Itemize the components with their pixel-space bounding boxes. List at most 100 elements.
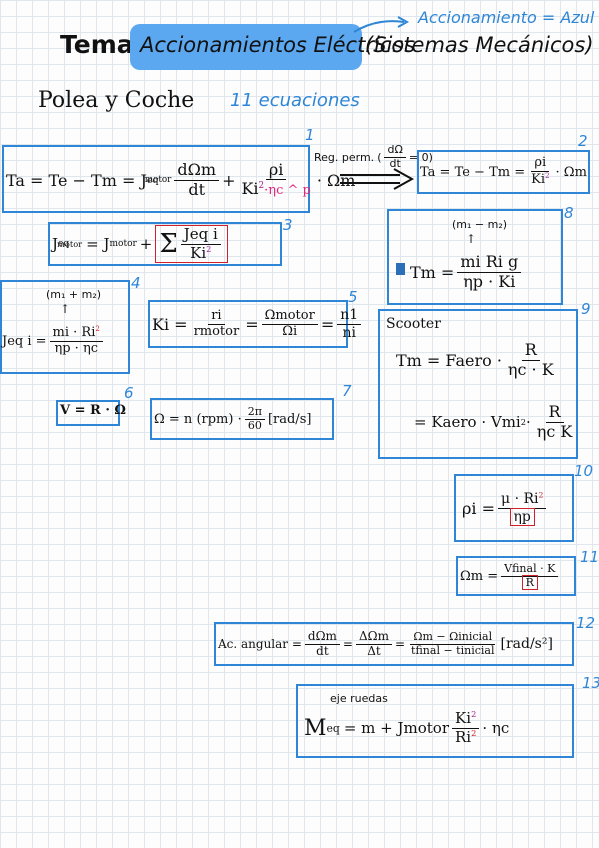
eq-box-7 [150,398,334,440]
eq-3: J eq motor = J motor + Σ Jeq i Ki2 [52,222,228,266]
eq13-den-r: Ri [455,727,472,746]
eq-1: Ta = Te − Tm = J eq motor dΩm dt + ρi Ki… [6,150,355,210]
eq10-frac: μ · Ri2 ηp [498,491,547,526]
title-highlight [130,24,362,70]
eq3-sum: Σ [159,229,178,259]
eq5-f2-num: Ωmotor [261,308,318,325]
eq13-num-k: Ki [455,709,472,728]
eq13-lhs: M [304,715,327,741]
eq2-lhs: Ta = Te − Tm = [420,164,526,180]
title-highlight-text: Accionamientos Eléctricos [140,33,416,57]
eq-box-1 [2,145,310,213]
eq-box-4 [0,280,130,374]
eq-number-8: 8 [564,204,574,222]
eq-box-13 [296,684,574,758]
eq3-lhs: J [52,235,59,253]
eq-number-1: 1 [305,126,315,144]
eq-number-11: 11 [580,548,599,566]
eq9-l1: Tm = Faero · [396,350,502,370]
eq8-num: mi Ri g [457,252,522,273]
title-rest: (Sistemas Mecánicos) [365,33,594,57]
eq5-f1-num: ri [208,308,225,325]
eq13-num: Ki2 [452,709,480,729]
eq1-sub: eq [146,174,159,186]
eq1-rho-frac: ρi Ki2·ηc ^ p [238,160,313,199]
eq-box-8 [387,209,563,305]
eq-9-line1: Tm = Faero · R ηc · K [396,332,560,388]
eq9-sup2: 2 [520,417,526,427]
eq5-f3-num: n1 [337,307,362,325]
eq-number-2: 2 [578,132,588,150]
eq10-den: ηp [509,507,535,526]
eq9-f1-num: R [521,340,540,361]
eq7-unit: [rad/s] [267,411,312,427]
eq5-f2: Ωmotor Ωi [261,308,318,340]
eq3-den-k: Ki [190,243,207,262]
eq2-omega: · Ωm [555,164,587,180]
eq5-eq1: = [245,314,259,334]
eq3-frac: Jeq i Ki2 [180,226,221,262]
eq13-frac: Ki2 Ri2 [452,709,480,746]
eq10-num-text: μ · Ri [501,491,539,508]
eq-number-13: 13 [582,674,599,692]
arrow-note-num: dΩ [384,143,406,158]
eq12-f1-num: dΩm [304,629,340,645]
eq-box-6 [56,400,120,426]
eq-number-3: 3 [283,216,293,234]
eq13-num-sup: 2 [471,709,477,720]
eq12-f2-num: ΔΩm [355,629,392,645]
eq-number-4: 4 [131,274,141,292]
eq11-den-wrap: R [519,574,541,590]
eq-number-5: 5 [348,288,358,306]
eq12-f3: Ωm − Ωinicial tfinal − tinicial [408,630,497,657]
arrow-note: Reg. perm. ( dΩ dt = 0) [314,143,433,170]
eq13-mid: = m + Jmotor [343,719,450,737]
eq-box-2 [417,150,590,194]
eq1-sup: motor [144,175,172,185]
eq-box-10 [454,474,574,542]
eq4-den: ηp · ηc [54,341,99,356]
eq10-sup: 2 [538,491,544,501]
eq3-sum-group: Σ Jeq i Ki2 [155,225,228,263]
eq-6: V = R · Ω [60,403,126,418]
eq12-f3-num: Ωm − Ωinicial [410,630,496,645]
eq-box-12 [214,622,574,666]
eq-box-11 [456,556,576,596]
eq10-den-wrap: ηp [507,507,538,526]
eq13-den-sup: 2 [471,727,477,738]
eq9-f2-den: ηc K [536,421,573,441]
eq4-arrow: ↑ [60,302,71,316]
eq7-lhs: Ω = n (rpm) · [154,411,242,427]
eq10-lhs: ρi = [462,498,496,518]
eq-7: Ω = n (rpm) · 2π 60 [rad/s] [154,398,311,440]
eq3-sup: 2 [206,243,212,254]
eq5-f1: ri rmotor [191,308,243,340]
eq9-f2-num: R [545,402,564,423]
eq4-num: mi · Ri2 [49,324,103,342]
eq2-sup: 2 [544,171,550,180]
eq-2: Ta = Te − Tm = ρi Ki2 · Ωm [420,150,587,194]
eq12-f1: dΩm dt [304,629,340,659]
eq1-k-sup: 2 [258,181,265,192]
eq8-lhs: Tm = [410,262,455,282]
eq1-plus: + [222,170,236,190]
eq11-num: Vfinal · K [501,562,559,577]
eq-5: Ki = ri rmotor = Ωmotor Ωi = n1 ni [152,300,364,348]
eq2-den: Ki2 [528,171,552,188]
eq3-lhs-sub: eq [58,239,70,249]
eq13-top: eje ruedas [330,692,388,705]
eq-box-9 [378,309,578,459]
eq7-den: 60 [247,418,262,432]
eq4-top: (m₁ + m₂) [46,288,102,301]
eq-number-7: 7 [342,382,352,400]
eq12-f3-den: tfinal − tinicial [411,643,495,657]
eq-11: Ωm = Vfinal · K R [460,556,561,596]
eq12-lhs: Ac. angular = [218,637,302,651]
arrow-note-den: dt [389,156,401,170]
eq5-lhs: Ki = [152,314,188,334]
arrow-1-to-2 [340,168,415,190]
eq3-plus: + [139,235,153,253]
eq9-label: Scooter [386,316,441,332]
eq11-frac: Vfinal · K R [501,562,559,590]
eq2-den-k: Ki [531,172,545,187]
